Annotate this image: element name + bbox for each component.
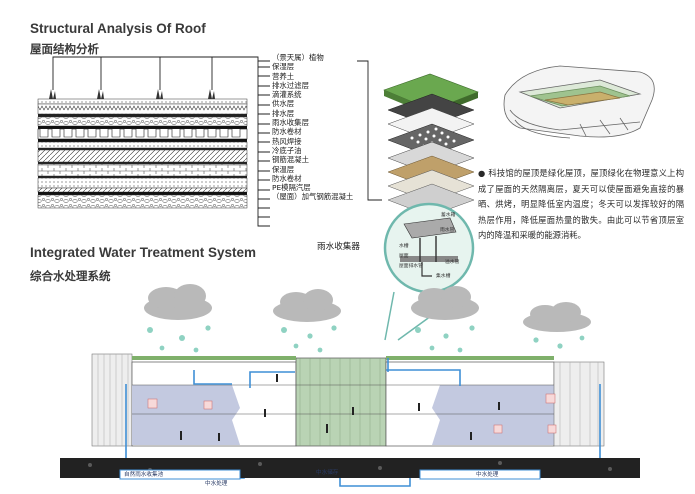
layer-label-vapor: PE模隔汽层 bbox=[272, 183, 311, 193]
cloud-icons bbox=[144, 284, 591, 332]
callout-label-sump: 集水槽 bbox=[436, 274, 451, 279]
layer-label-moisture: 保湿层 bbox=[272, 62, 295, 72]
person-icons bbox=[180, 374, 500, 441]
roof-description: ● 科技馆的屋顶是绿化屋顶，屋顶绿化在物理意义上构成了屋面的天然隔离层，夏天可以… bbox=[478, 168, 684, 241]
collector-callout bbox=[383, 202, 475, 341]
plant-icons bbox=[49, 89, 215, 99]
layer-label-primer: 冷底子油 bbox=[272, 145, 302, 155]
pipe-label-treat-right: 中水处理 bbox=[476, 472, 499, 478]
pipe-label-treat-left: 中水处理 bbox=[205, 481, 228, 487]
cloud-1 bbox=[144, 284, 212, 320]
callout-label-rain-pipe: 雨水管 bbox=[440, 228, 455, 233]
layer-label-drain: 排水层 bbox=[272, 108, 295, 118]
layer-label-supply: 供水层 bbox=[272, 99, 295, 109]
layer-label-filter: 排水过滤层 bbox=[272, 80, 309, 90]
rain-collector-label: 雨水收集器 bbox=[317, 242, 360, 252]
callout-label-roof-drain: 屋面排水管 bbox=[399, 264, 423, 269]
cloud-3 bbox=[411, 286, 479, 320]
roof-layer-labels: （景天属）植物 保湿层 营养土 排水过滤层 滴灌系统 供水层 排水层 雨水收集层… bbox=[272, 53, 353, 202]
cloud-2 bbox=[273, 289, 341, 322]
roof-title-cn: 屋面结构分析 bbox=[30, 42, 99, 56]
water-title-en: Integrated Water Treatment System bbox=[30, 245, 257, 260]
layer-label-rain-collect: 雨水收集层 bbox=[272, 118, 309, 128]
layer-label-insulation: 保温层 bbox=[272, 164, 295, 174]
layer-label-membrane-2: 防水卷材 bbox=[272, 173, 302, 183]
pipe-label-storage: 中水储存 bbox=[316, 470, 339, 476]
layer-label-hotair: 热风焊接 bbox=[272, 136, 302, 146]
callout-label-tank: 蓄水箱 bbox=[441, 213, 456, 218]
callout-label-trough: 水槽 bbox=[399, 244, 409, 249]
layer-label-plants: （景天属）植物 bbox=[272, 53, 324, 62]
roof-isometric-sketch bbox=[503, 65, 655, 139]
water-title-cn: 综合水处理系统 bbox=[30, 269, 111, 283]
layer-label-soil: 营养土 bbox=[272, 71, 295, 81]
roof-title-en: Structural Analysis Of Roof bbox=[30, 21, 206, 36]
layer-label-concrete: 钢筋混凝土 bbox=[272, 155, 309, 165]
pipe-label-rain-pool: 自然雨水收集池 bbox=[124, 472, 164, 478]
raindrop-icons bbox=[147, 325, 585, 353]
layer-label-drip: 滴灌系统 bbox=[272, 90, 302, 100]
layer-label-aerated: （屋面）加气钢筋混凝土 bbox=[272, 192, 354, 202]
layer-label-membrane: 防水卷材 bbox=[272, 127, 302, 137]
callout-label-roof: 屋面 bbox=[399, 254, 409, 259]
callout-label-overflow: 溢水管 bbox=[445, 260, 460, 265]
cloud-4 bbox=[523, 302, 591, 332]
roof-leader-lines bbox=[52, 56, 382, 227]
roof-layers-stack bbox=[37, 89, 248, 209]
building-section bbox=[91, 353, 605, 447]
